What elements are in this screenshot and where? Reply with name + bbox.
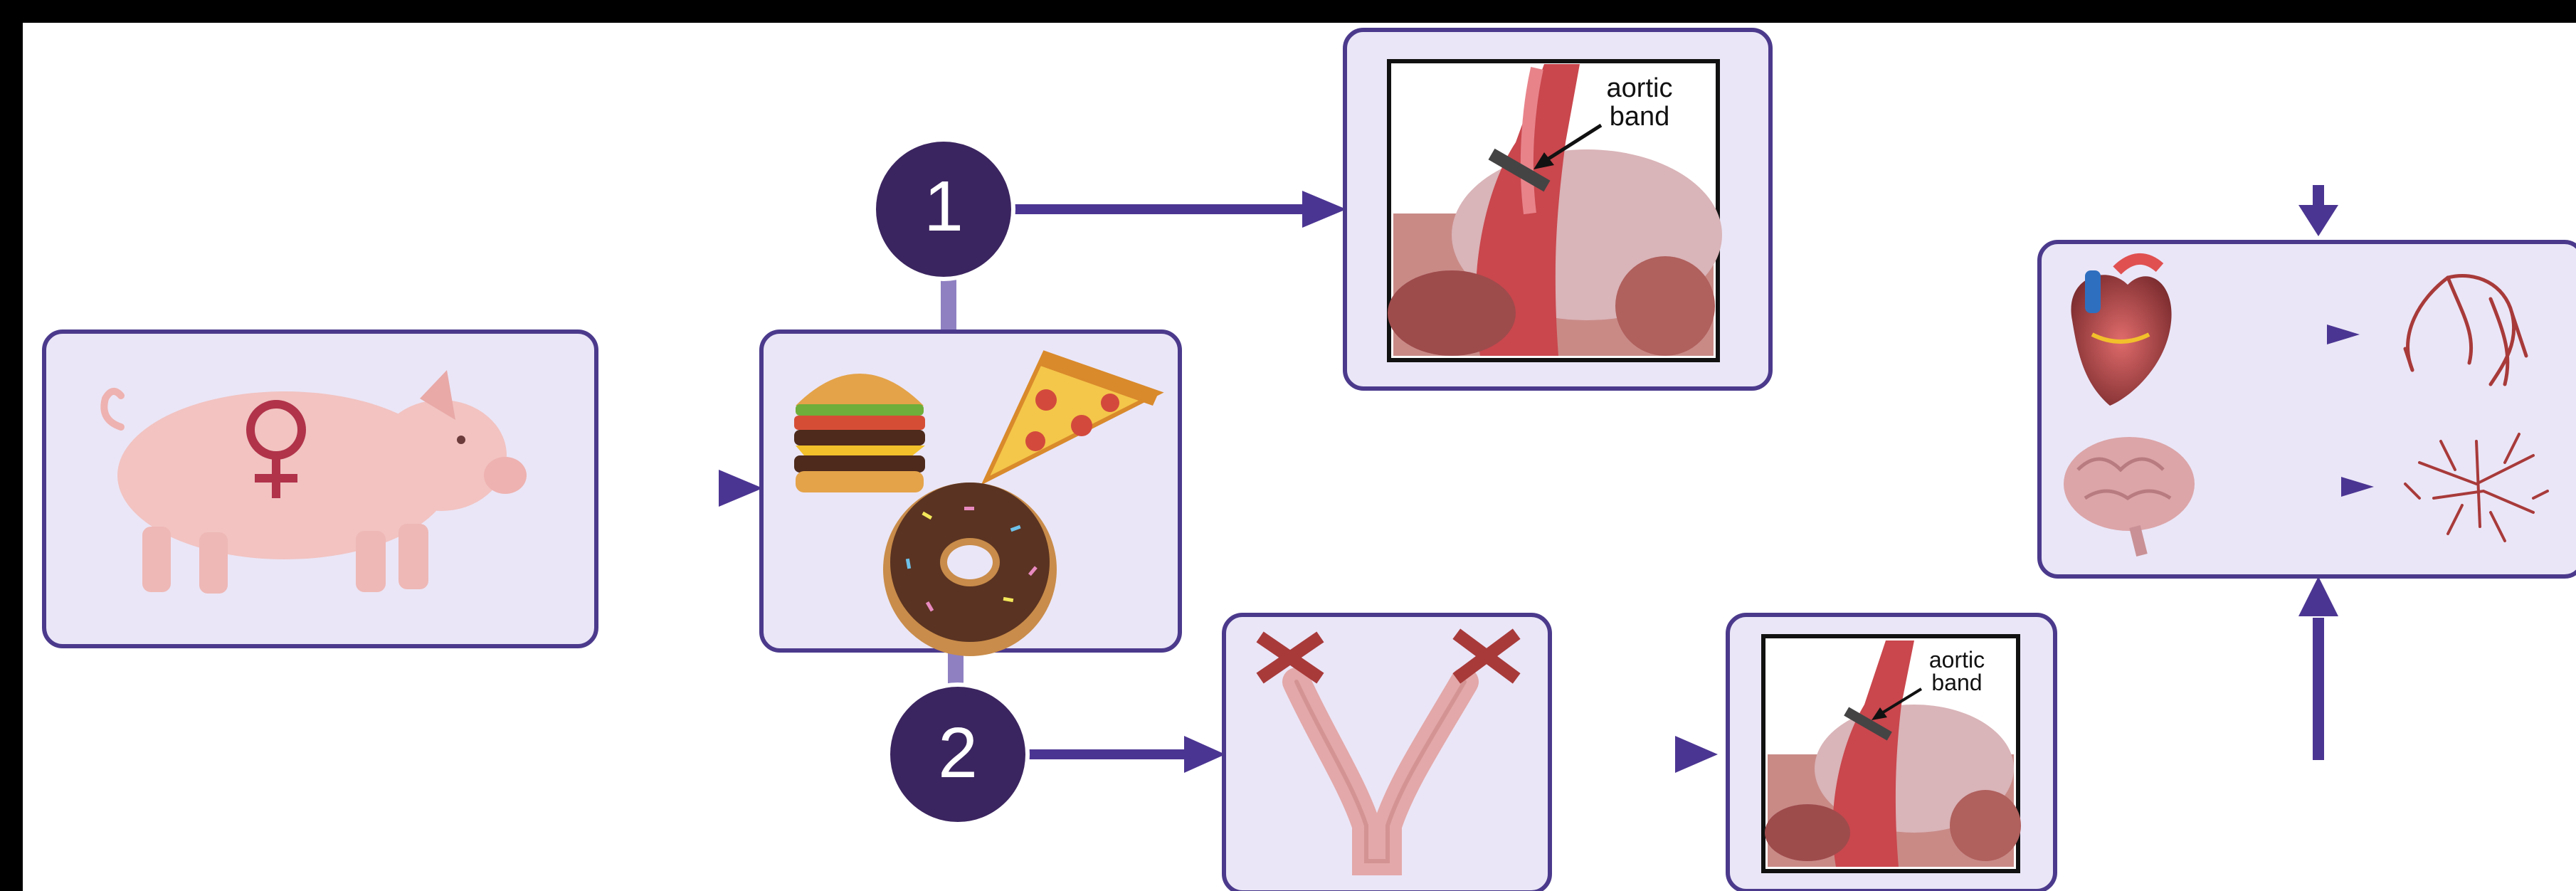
- diet-panel: [761, 332, 1180, 656]
- outcomes-panel: [2039, 242, 2576, 576]
- surgery-panel-bottom: aortic band: [1728, 615, 2055, 891]
- burger-icon: [794, 374, 925, 492]
- ovariectomy-panel: [1224, 615, 1550, 891]
- step-badge-1-label: 1: [924, 167, 964, 246]
- surgery-panel-top: aortic band: [1345, 30, 1770, 389]
- aortic-band-label-line2: band: [1610, 102, 1670, 132]
- step-badge-2: 2: [888, 685, 1028, 824]
- step-badge-2-label: 2: [938, 713, 978, 793]
- subject-panel: [44, 332, 596, 646]
- connector-stub-2: [948, 653, 964, 687]
- aortic-band-label-bottom-line1: aortic: [1929, 647, 1985, 673]
- aortic-band-label-line1: aortic: [1607, 73, 1673, 103]
- connector-stub-1: [941, 279, 956, 332]
- aortic-band-label-bottom-line2: band: [1931, 670, 1982, 695]
- step-badge-1: 1: [874, 139, 1013, 279]
- donut-icon: [883, 483, 1057, 656]
